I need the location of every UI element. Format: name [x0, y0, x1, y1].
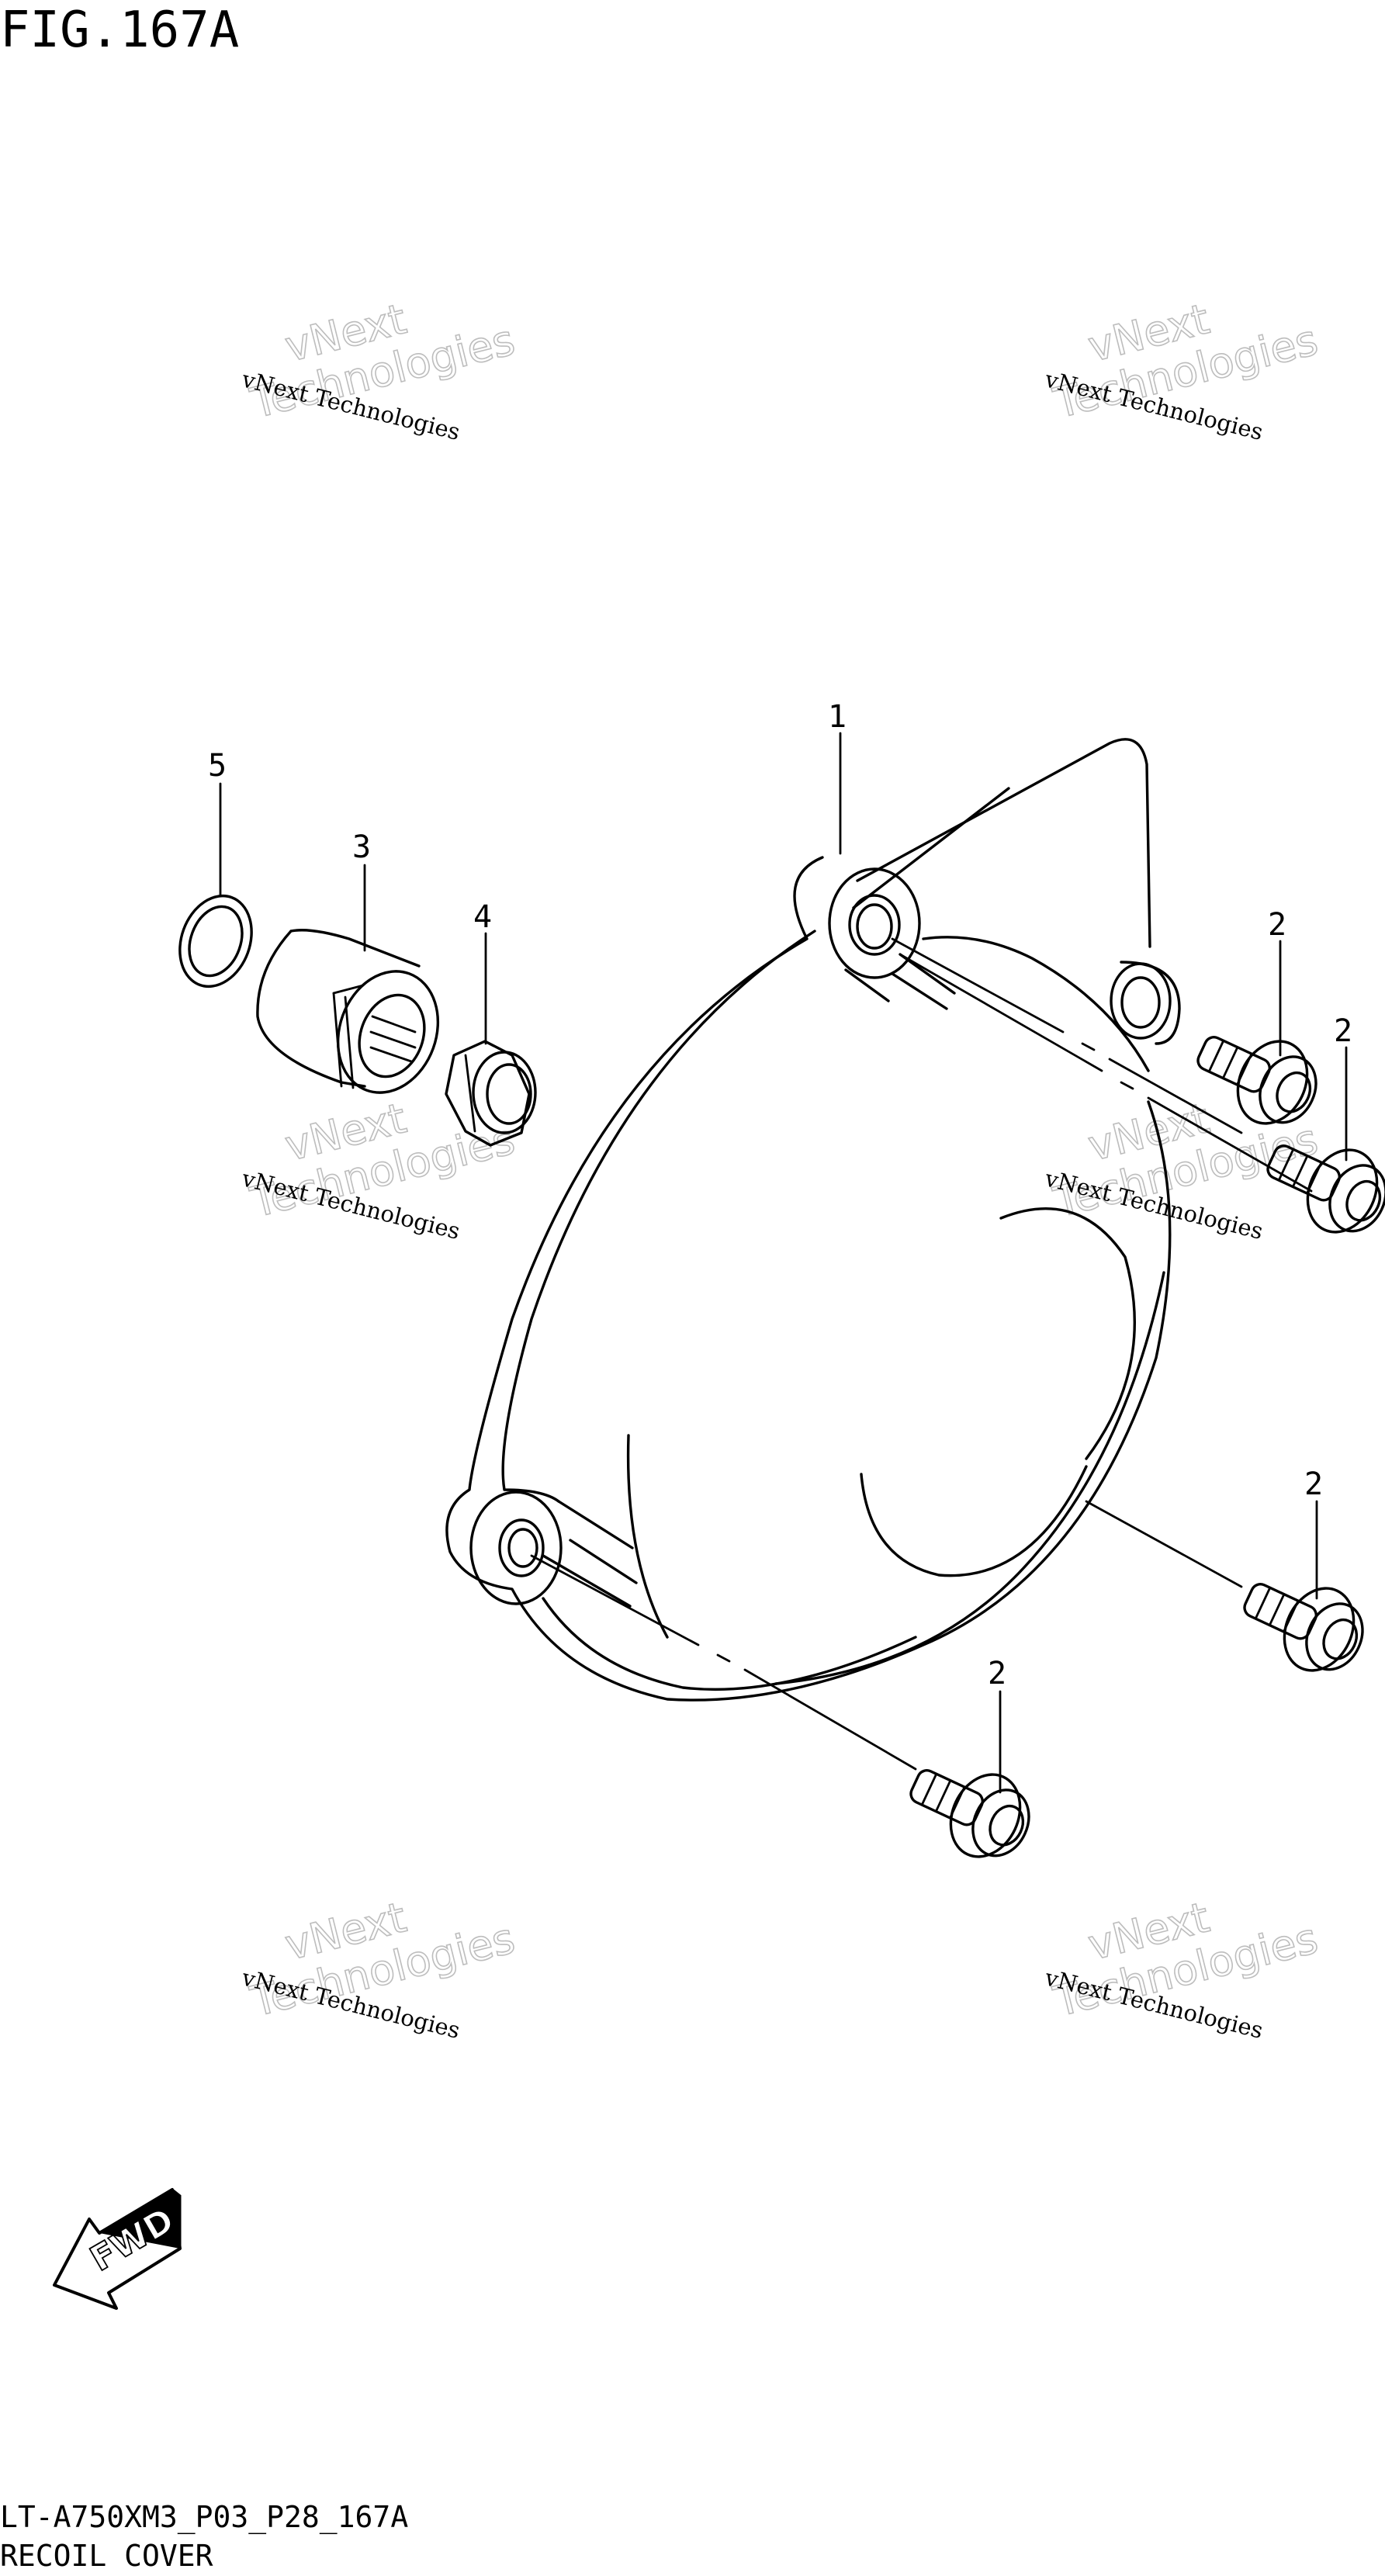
figure-title: FIG.167A	[0, 2, 239, 59]
fwd-arrow: FWD	[53, 2188, 182, 2310]
bolt-bottom	[909, 1769, 1030, 1858]
callout-2: 2	[1268, 907, 1286, 943]
callout-3: 3	[352, 829, 371, 865]
footer-name: RECOIL COVER	[0, 2539, 213, 2573]
watermark-bottom-right: vNext Technologies vNext Technologies	[1042, 1892, 1324, 2044]
leader-lines	[219, 732, 1348, 1794]
callout-2: 2	[1304, 1466, 1323, 1502]
callout-1: 1	[828, 699, 847, 735]
callout-5: 5	[208, 748, 227, 784]
bolt-lower-right	[1243, 1583, 1364, 1672]
footer-code: LT-A750XM3_P03_P28_167A	[0, 2500, 408, 2535]
recoil-cover	[445, 738, 1181, 1702]
nut	[445, 1040, 537, 1147]
callout-2: 2	[1334, 1013, 1352, 1049]
bush	[256, 929, 440, 1094]
watermark-top-right: vNext Technologies vNext Technologies	[1042, 294, 1324, 445]
callout-4: 4	[473, 899, 492, 935]
o-ring	[178, 894, 253, 989]
callout-2: 2	[988, 1656, 1006, 1691]
watermark-bottom-left: vNext Technologies vNext Technologies	[239, 1892, 521, 2044]
bolt-upper-right-1	[1196, 1036, 1317, 1125]
watermark-top-left: vNext Technologies vNext Technologies	[239, 294, 521, 445]
bolt-upper-right-2	[1266, 1144, 1385, 1234]
alignment-lines	[530, 937, 1313, 1771]
